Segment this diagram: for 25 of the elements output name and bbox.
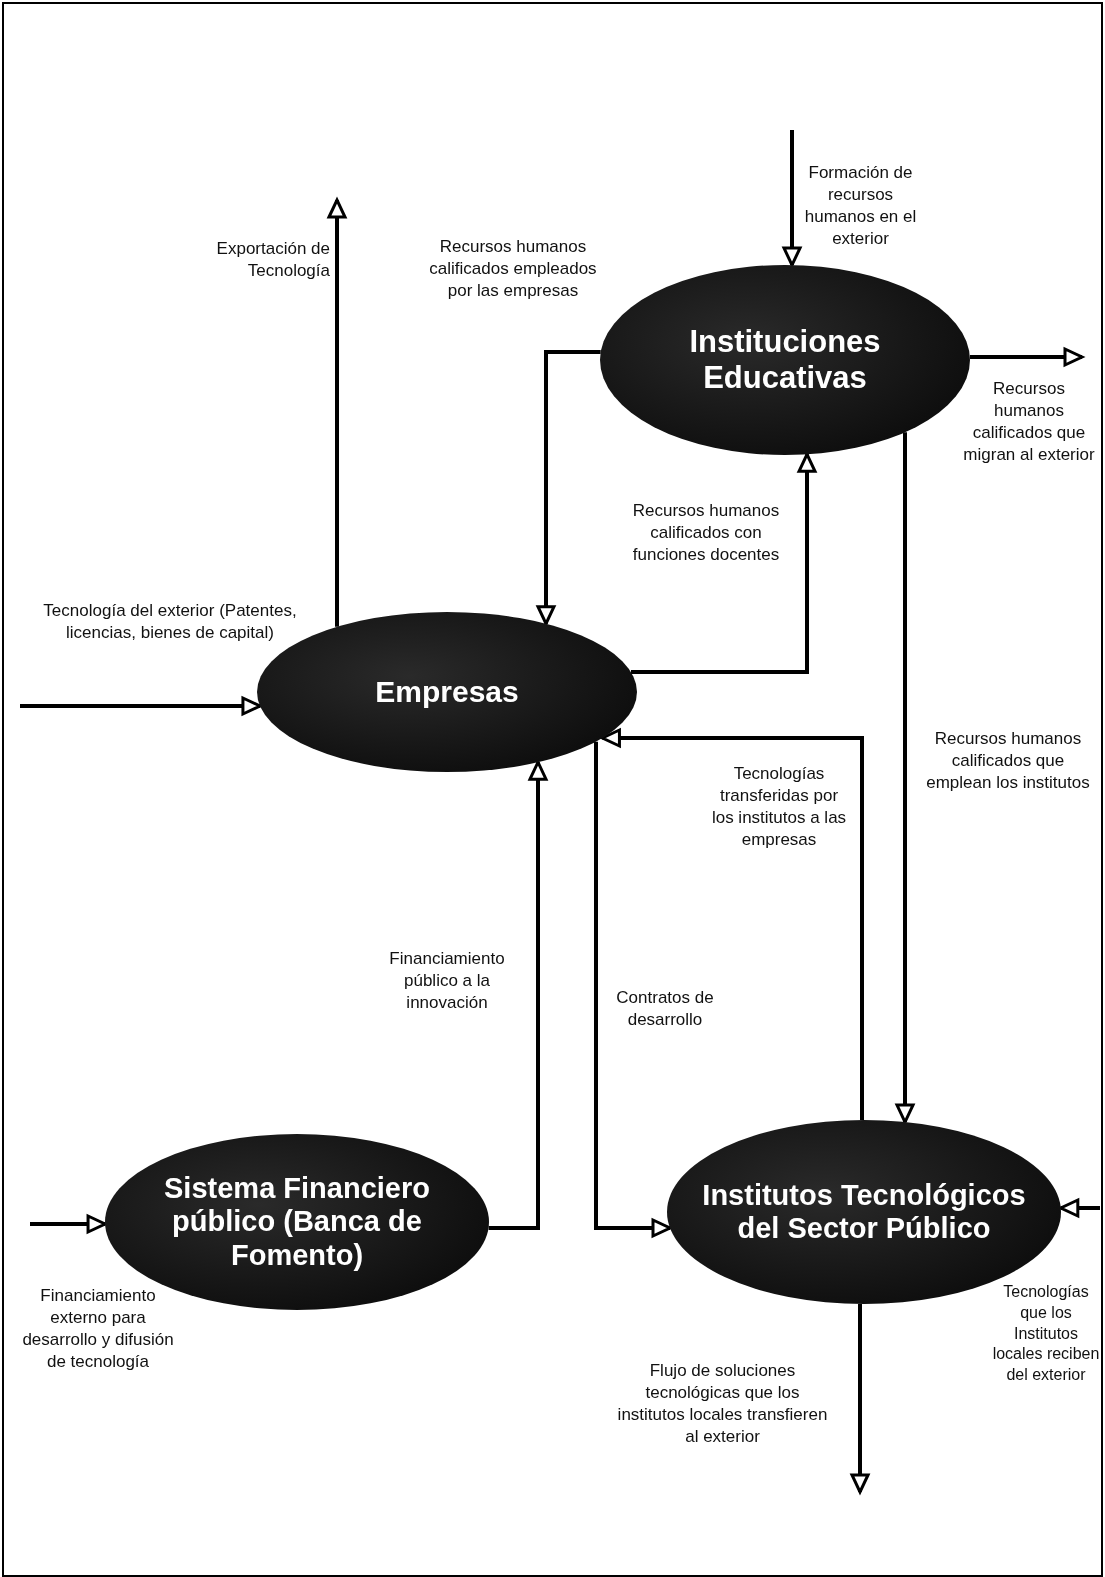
- edge-label: Recursos humanos calificados con funciones docentes: [631, 500, 781, 567]
- edge-label: Financiamiento público a la innovación: [388, 948, 506, 1015]
- edge-label: Financiamiento externo para desarrollo y difusión de tecnología: [21, 1285, 175, 1374]
- arrow: [600, 728, 864, 1120]
- arrow: [536, 350, 601, 626]
- arrow: [488, 760, 548, 1230]
- edge-label: Contratos de desarrollo: [615, 987, 715, 1032]
- arrow: [850, 1304, 870, 1494]
- arrow: [327, 198, 347, 627]
- arrow: [782, 130, 802, 267]
- edge-label: Tecnología del exterior (Patentes, licencias, bienes de capital): [42, 600, 298, 645]
- edge-label: Exportación de Tecnología: [215, 238, 330, 283]
- arrow: [1059, 1198, 1100, 1218]
- arrow: [594, 741, 672, 1238]
- edge-label: Recursos humanos calificados que emplean los institutos: [925, 728, 1091, 795]
- arrow: [895, 432, 915, 1124]
- arrow: [969, 347, 1084, 367]
- edge-label: Tecnologías transferidas por los institutos a las empresas: [710, 763, 848, 852]
- edge-label: Recursos humanos calificados empleados por las empresas: [428, 236, 598, 303]
- edge-label: Flujo de soluciones tecnológicas que los institutos locales transfieren al exterior: [616, 1360, 829, 1449]
- edge-label: Formación de recursos humanos en el exterior: [803, 162, 918, 251]
- edge-label: Tecnologías que los Institutos locales reciben del exterior: [991, 1282, 1101, 1386]
- arrow: [20, 696, 262, 716]
- arrow: [30, 1214, 107, 1234]
- arrow: [630, 452, 817, 674]
